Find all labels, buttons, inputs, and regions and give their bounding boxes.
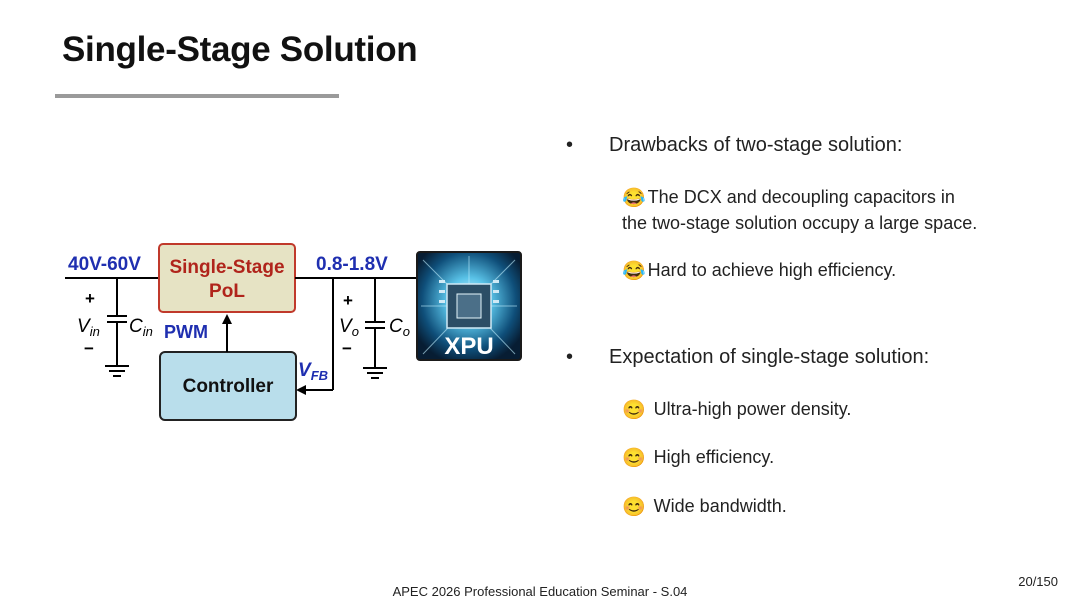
vo-label: Vo xyxy=(339,316,359,339)
cin-label: Cin xyxy=(129,316,153,339)
output-voltage-label: 0.8-1.8V xyxy=(316,254,388,275)
vin-label: Vin xyxy=(77,316,100,339)
drawback-item-2-text: Hard to achieve high efficiency. xyxy=(647,260,897,280)
pwm-label: PWM xyxy=(164,322,208,342)
drawback-item-1-line1: The DCX and decoupling capacitors in xyxy=(647,187,955,207)
smiling-face-icon: 😊 xyxy=(622,497,646,518)
bullet-expectation-text: Expectation of single-stage solution: xyxy=(609,346,930,368)
vin-minus: − xyxy=(84,339,94,358)
feedback-arrow xyxy=(296,385,306,395)
title-underline xyxy=(55,94,339,98)
input-voltage-label: 40V-60V xyxy=(68,254,141,275)
slide-title: Single-Stage Solution xyxy=(62,30,418,69)
drawback-item-1: 😂The DCX and decoupling capacitors in th… xyxy=(622,185,977,235)
circuit-diagram: Single-Stage PoL Controller PWM 40V-60V … xyxy=(65,243,522,421)
expectation-item-2-text: High efficiency. xyxy=(653,447,775,467)
xpu-chip-icon: XPU xyxy=(416,251,522,361)
smiling-face-icon: 😊 xyxy=(622,448,646,469)
vfb-label: VFB xyxy=(298,360,328,383)
drawback-item-2: 😂Hard to achieve high efficiency. xyxy=(622,258,896,284)
xpu-label: XPU xyxy=(444,333,493,360)
drawback-item-1-line2: the two-stage solution occupy a large sp… xyxy=(622,213,978,233)
bullet-dot: • xyxy=(566,134,574,156)
laughing-face-icon: 😂 xyxy=(622,188,646,209)
vo-plus: + xyxy=(343,291,353,310)
controller-label: Controller xyxy=(183,376,274,397)
bullet-drawbacks-text: Drawbacks of two-stage solution: xyxy=(609,134,903,156)
smiling-face-icon: 😊 xyxy=(622,400,646,421)
slide-footer: APEC 2026 Professional Education Seminar… xyxy=(392,584,688,599)
expectation-item-1-text: Ultra-high power density. xyxy=(653,399,852,419)
pwm-arrow xyxy=(222,314,232,324)
pol-label-line2: PoL xyxy=(209,281,245,302)
laughing-face-icon: 😂 xyxy=(622,261,646,282)
expectation-item-2: 😊 High efficiency. xyxy=(622,445,774,471)
co-label: Co xyxy=(389,316,410,339)
vin-plus: + xyxy=(85,289,95,308)
pol-label-line1: Single-Stage xyxy=(169,257,284,278)
bullet-dot: • xyxy=(566,346,574,368)
vo-minus: − xyxy=(342,339,352,358)
expectation-item-3: 😊 Wide bandwidth. xyxy=(622,494,787,520)
expectation-item-1: 😊 Ultra-high power density. xyxy=(622,397,851,423)
page-number: 20/150 xyxy=(1018,574,1058,589)
expectation-item-3-text: Wide bandwidth. xyxy=(653,496,787,516)
